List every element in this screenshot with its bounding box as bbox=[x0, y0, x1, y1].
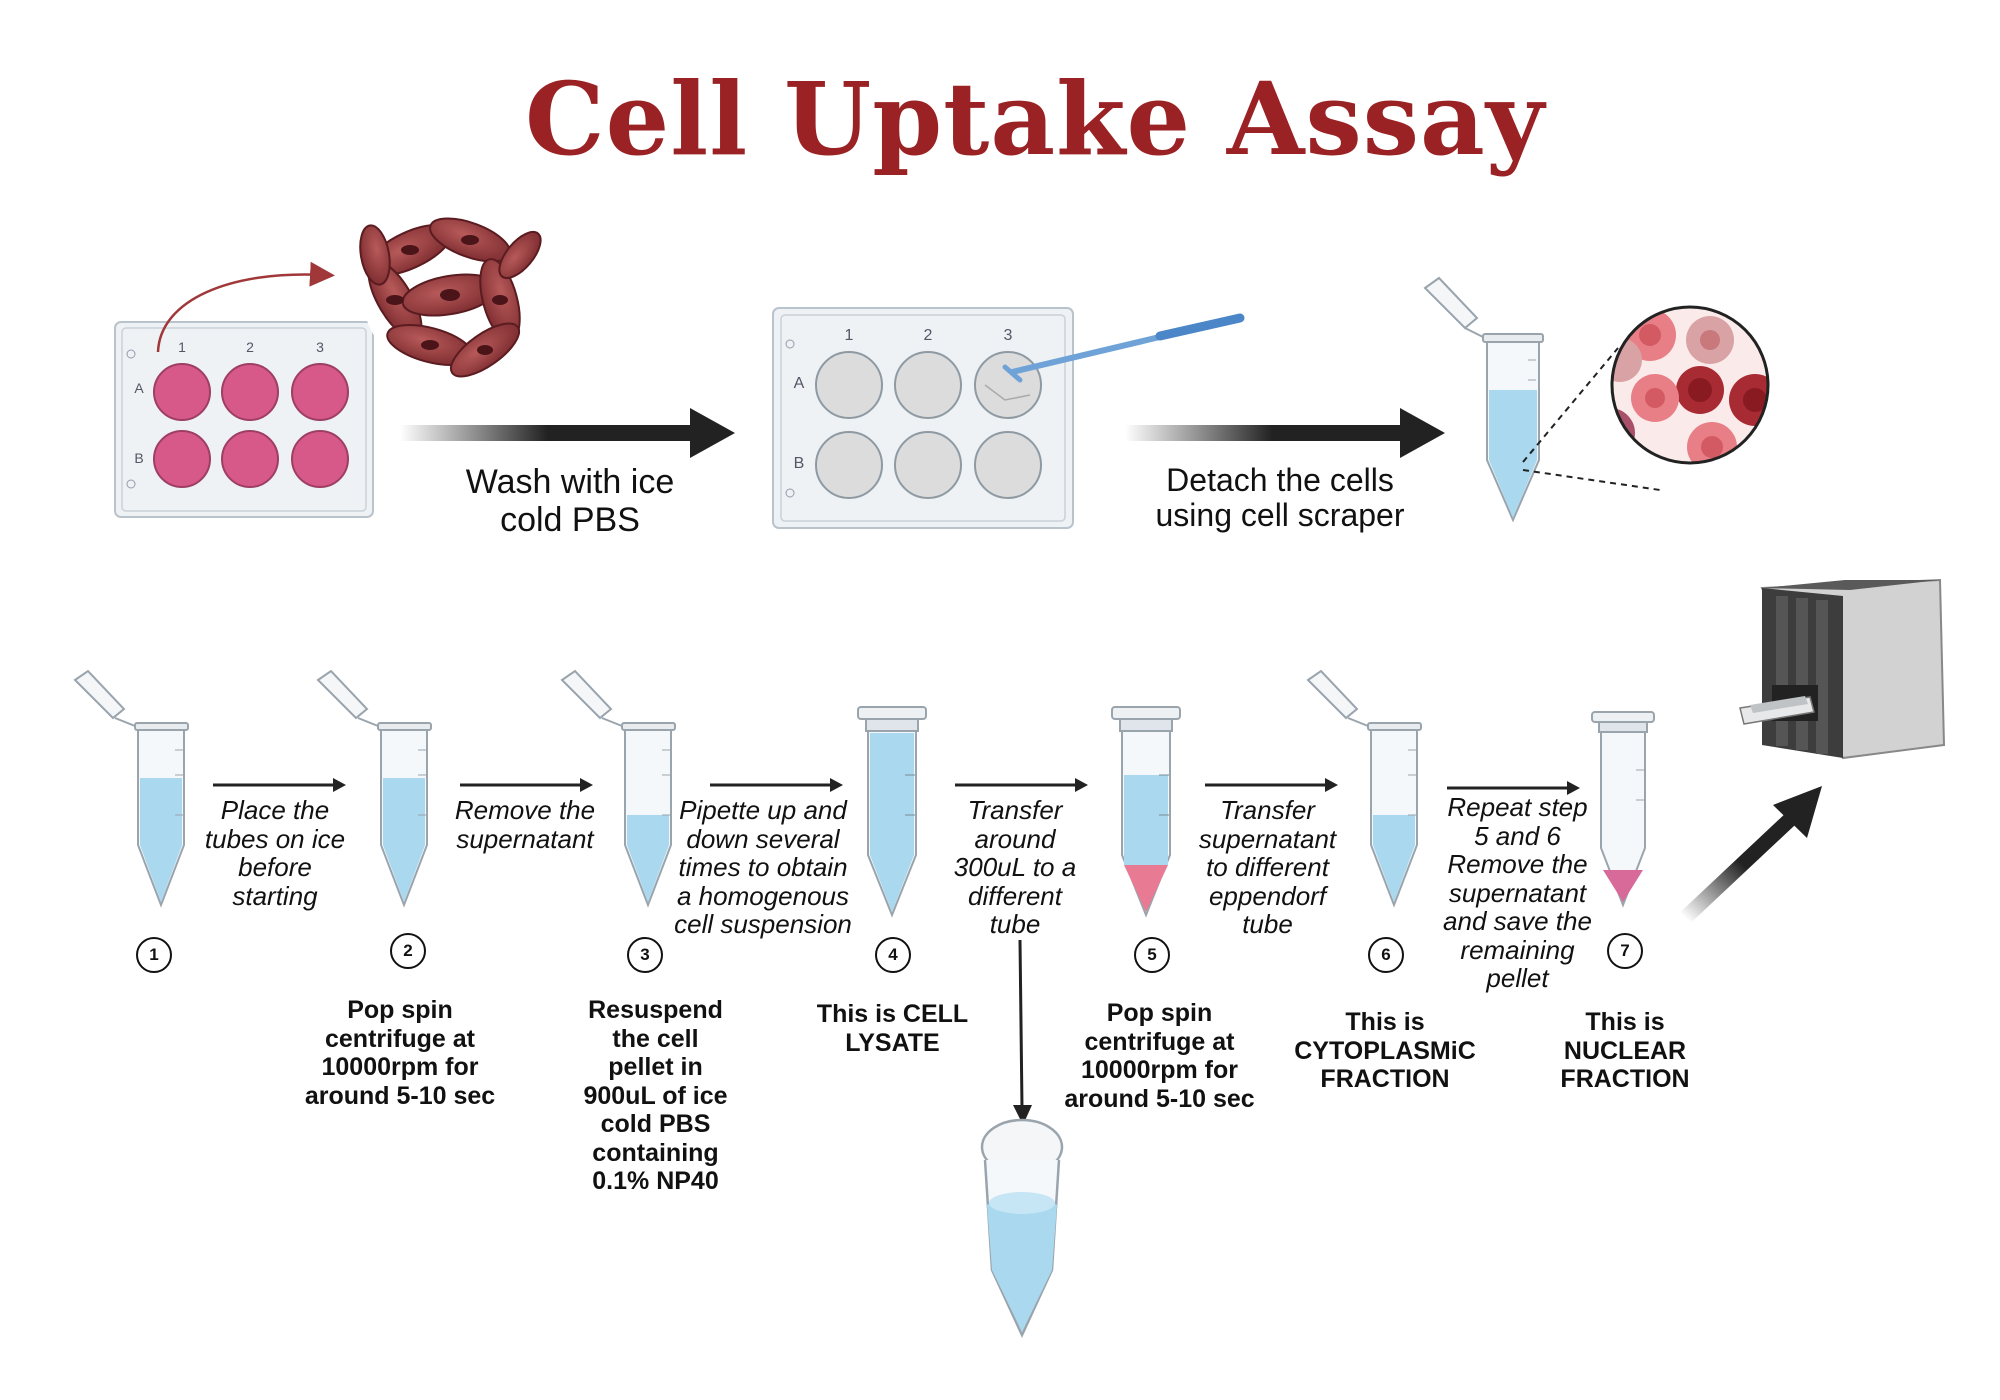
label-wash: Wash with ice cold PBS bbox=[465, 463, 675, 539]
label-detach: Detach the cells using cell scraper bbox=[1155, 462, 1405, 533]
caption-step-7: This is NUCLEAR FRACTION bbox=[1560, 1008, 1690, 1093]
plate1-col-2: 2 bbox=[246, 339, 254, 355]
caption-step-5: Pop spin centrifuge at 10000rpm for arou… bbox=[1064, 999, 1255, 1113]
tube-step-4 bbox=[857, 706, 927, 918]
tube-transfer bbox=[980, 1118, 1064, 1338]
plate1-row-b: B bbox=[134, 450, 143, 466]
plate2-col-3: 3 bbox=[1004, 327, 1013, 344]
plate1-col-3: 3 bbox=[316, 339, 324, 355]
tube-top bbox=[1423, 276, 1544, 523]
step-number-4: 4 bbox=[875, 937, 911, 973]
step-number-7: 7 bbox=[1607, 933, 1643, 969]
transition-4: Transfer around 300uL to a different tub… bbox=[953, 795, 1077, 939]
plate2-col-1: 1 bbox=[845, 327, 854, 344]
transition-2: Remove the supernatant bbox=[454, 795, 596, 854]
plate1-col-1: 1 bbox=[178, 339, 186, 355]
arrow-down-to-tube bbox=[1013, 939, 1032, 1125]
plate2-row-b: B bbox=[794, 455, 805, 472]
caption-step-6: This is CYTOPLASMiC FRACTION bbox=[1294, 1008, 1476, 1093]
well-plate-grey: 1 2 3 A B bbox=[772, 307, 1245, 529]
big-arrow-wash bbox=[400, 408, 735, 458]
plate2-col-2: 2 bbox=[924, 327, 933, 344]
tube-step-2 bbox=[316, 669, 432, 908]
page-title: Cell Uptake Assay bbox=[525, 60, 1545, 178]
small-arrows bbox=[213, 778, 1580, 795]
plate1-row-a: A bbox=[134, 380, 144, 396]
step-number-1: 1 bbox=[136, 937, 172, 973]
step-number-6: 6 bbox=[1368, 937, 1404, 973]
transition-3: Pipette up and down several times to obt… bbox=[674, 795, 852, 939]
plate2-row-a: A bbox=[794, 375, 805, 392]
big-arrow-to-reader bbox=[1679, 786, 1822, 924]
tube-step-3 bbox=[560, 669, 676, 908]
tube-step-5 bbox=[1111, 706, 1181, 918]
transition-1: Place the tubes on ice before starting bbox=[204, 795, 346, 911]
step-number-2: 2 bbox=[390, 933, 426, 969]
tube-step-1 bbox=[73, 669, 189, 908]
caption-step-2: Pop spin centrifuge at 10000rpm for arou… bbox=[304, 996, 496, 1110]
big-arrow-detach bbox=[1125, 408, 1445, 458]
tube-step-7 bbox=[1591, 711, 1655, 908]
step-number-3: 3 bbox=[627, 937, 663, 973]
caption-step-3: Resuspend the cell pellet in 900uL of ic… bbox=[583, 996, 728, 1195]
caption-step-4: This is CELL LYSATE bbox=[816, 1000, 969, 1057]
cell-zoom-circle bbox=[1522, 305, 1770, 491]
step-number-5: 5 bbox=[1134, 937, 1170, 973]
transition-5: Transfer supernatant to different eppend… bbox=[1198, 795, 1337, 939]
transition-6: Repeat step 5 and 6 Remove the supernata… bbox=[1443, 792, 1592, 993]
well-plate-pink: 1 2 3 A B bbox=[114, 261, 374, 518]
cell-cluster bbox=[359, 207, 542, 378]
tube-step-6 bbox=[1306, 669, 1422, 908]
plate-reader-machine bbox=[1739, 578, 1946, 760]
